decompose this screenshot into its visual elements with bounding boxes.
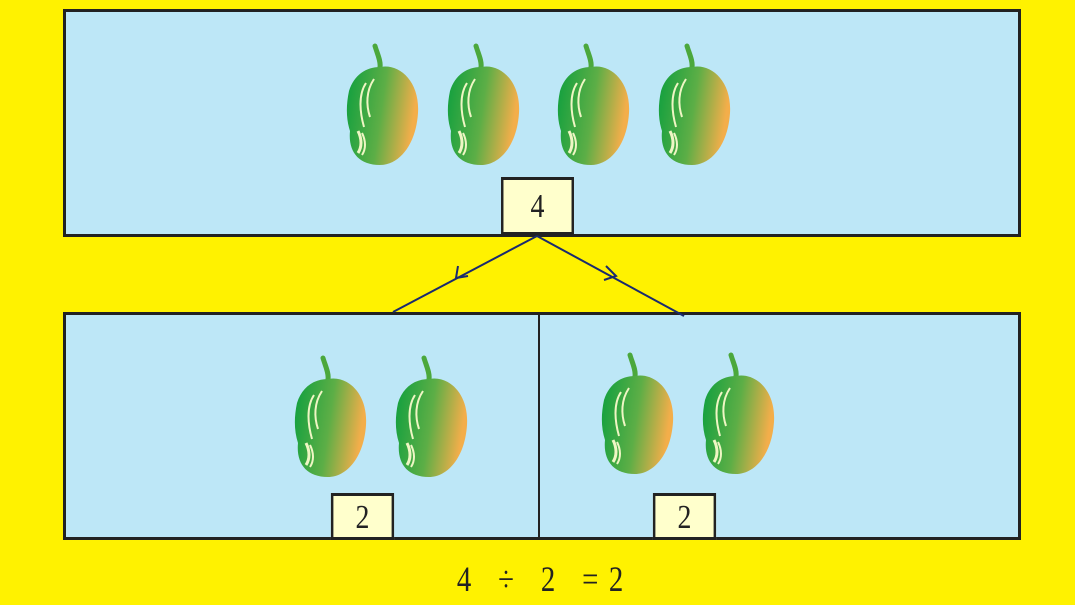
group-count-box-right: 2 — [652, 493, 717, 540]
total-count-box: 4 — [501, 177, 574, 235]
split-groups-panel — [63, 312, 1021, 540]
arrowhead-right-icon — [603, 265, 618, 281]
mango-icon — [555, 43, 631, 167]
equation-equals: = — [581, 559, 599, 599]
mango-icon — [599, 352, 675, 476]
split-arrow-right — [536, 235, 685, 317]
equation-operator: ÷ — [498, 559, 515, 599]
division-equation: 4 ÷ 2 =2 — [0, 558, 1075, 600]
split-arrow-left — [392, 235, 538, 313]
group-divider — [538, 315, 540, 537]
mango-icon — [700, 352, 776, 476]
equation-divisor: 2 — [540, 559, 556, 599]
mango-icon — [656, 43, 732, 167]
mango-icon — [393, 355, 469, 479]
mango-icon — [344, 43, 420, 167]
arrowhead-left-icon — [454, 265, 469, 280]
group-count-box-left: 2 — [330, 493, 395, 540]
mango-icon — [445, 43, 521, 167]
mango-icon — [292, 355, 368, 479]
equation-dividend: 4 — [456, 559, 473, 599]
equation-result: 2 — [608, 559, 625, 599]
